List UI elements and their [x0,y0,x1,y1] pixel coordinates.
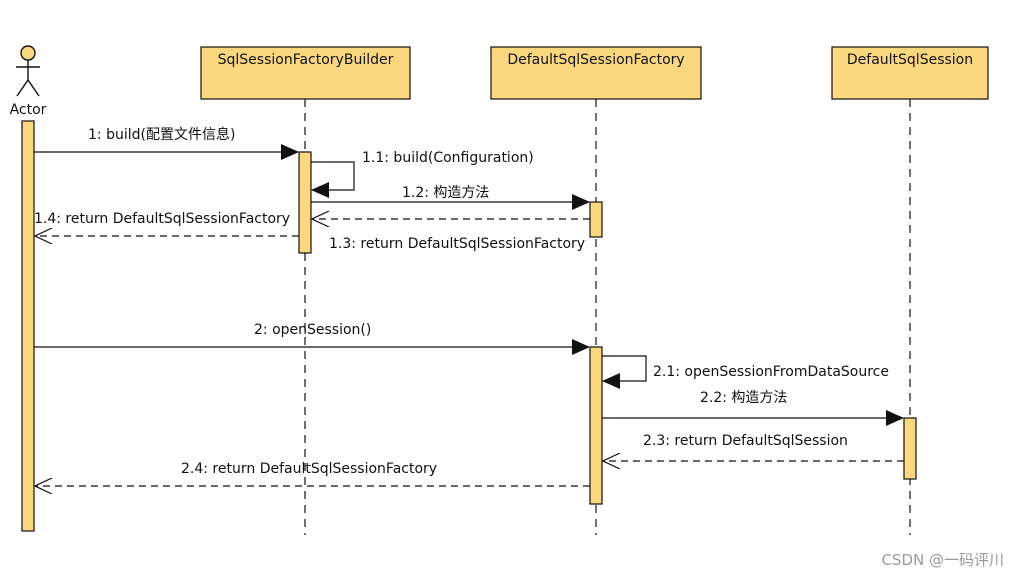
message-2-3-label: 2.3: return DefaultSqlSession [643,433,848,449]
message-2-2-label: 2.2: 构造方法 [700,390,787,406]
participant-factory-label: DefaultSqlSessionFactory [507,52,684,68]
message-1-label: 1: build(配置文件信息) [88,126,235,143]
activation-factory-1 [589,201,603,238]
message-1-1-arrow [311,161,355,198]
participant-builder-label: SqlSessionFactoryBuilder [218,52,394,68]
activation-factory-2 [589,346,603,505]
message-1-2-label: 1.2: 构造方法 [402,185,489,201]
activation-session [903,417,917,480]
message-2-label: 2: openSession() [254,322,371,338]
message-2-1-arrow [602,355,647,389]
message-2-1-label: 2.1: openSessionFromDataSource [653,364,889,380]
activation-actor [21,120,35,532]
participant-session[interactable]: DefaultSqlSession [831,46,989,100]
activation-builder [298,151,312,254]
participant-session-label: DefaultSqlSession [847,52,973,68]
participant-builder[interactable]: SqlSessionFactoryBuilder [200,46,411,100]
message-1-4-label: 1.4: return DefaultSqlSessionFactory [34,211,290,227]
message-2-4-label: 2.4: return DefaultSqlSessionFactory [181,461,437,477]
watermark: CSDN @一码评川 [881,551,1004,569]
message-1-1-label: 1.1: build(Configuration) [362,150,534,166]
actor-label: Actor [10,102,47,118]
message-1-3-label: 1.3: return DefaultSqlSessionFactory [329,236,585,252]
actor-figure [16,45,40,97]
participant-factory[interactable]: DefaultSqlSessionFactory [490,46,702,100]
actor-head [20,45,36,61]
